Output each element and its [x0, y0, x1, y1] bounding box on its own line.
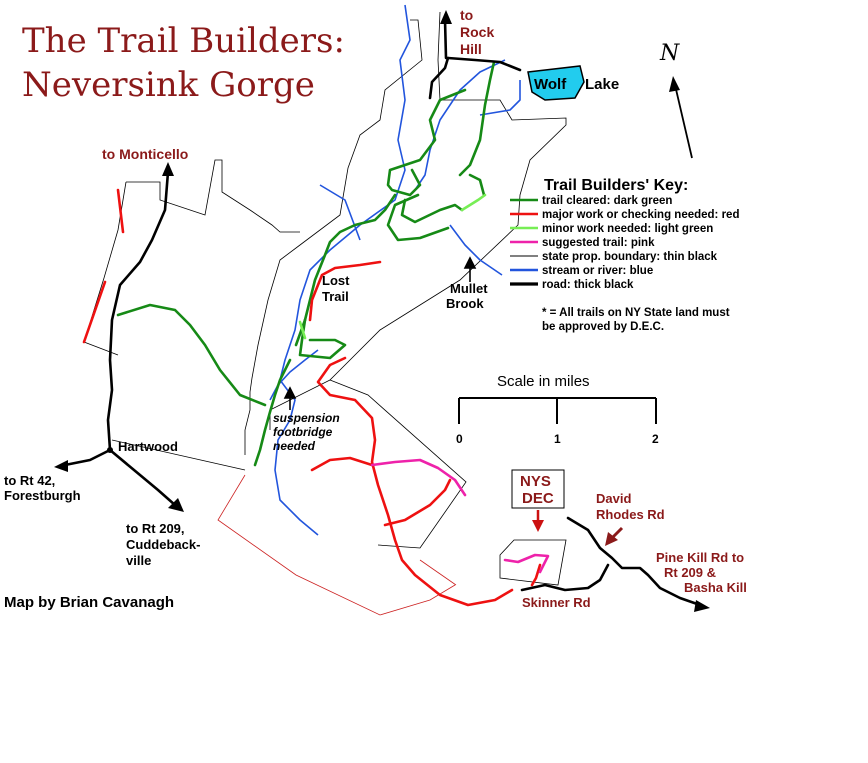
label-to-rock-hill-3: Hill [460, 41, 482, 57]
label-suspension-2: footbridge [273, 425, 333, 439]
map-title-line2: Neversink Gorge [22, 65, 315, 105]
label-lost-trail-2: Trail [322, 289, 349, 304]
arrowhead-monticello [162, 162, 174, 176]
legend-items: trail cleared: dark green major work or c… [510, 195, 739, 291]
north-arrow: N [659, 41, 693, 159]
map-title-line1: The Trail Builders: [22, 21, 345, 61]
roads [63, 18, 702, 607]
label-mullet-brook-1: Mullet [450, 281, 488, 296]
label-hartwood: Hartwood [118, 439, 178, 454]
trails-major-work [82, 188, 542, 607]
label-nys: NYS [520, 473, 551, 490]
label-to-monticello: to Monticello [102, 146, 188, 162]
arrowhead-rt42 [54, 460, 68, 472]
legend-item-label: major work or checking needed: red [542, 209, 739, 221]
label-david-rhodes-2: Rhodes Rd [596, 507, 665, 522]
hartwood-junction [107, 447, 113, 453]
label-mullet-brook-2: Brook [446, 296, 484, 311]
label-david-rhodes-1: David [596, 491, 631, 506]
arrowhead-rock-hill [440, 10, 452, 24]
trails-minor-work [298, 193, 487, 340]
legend-item-label: trail cleared: dark green [542, 195, 672, 207]
label-to-rock-hill-1: to [460, 7, 473, 23]
scale-bar: Scale in miles 0 1 2 [456, 373, 659, 446]
label-pine-kill-3: Basha Kill [684, 580, 747, 595]
dec-arrowhead [532, 520, 544, 532]
nys-dec-box [511, 469, 565, 509]
scale-title: Scale in miles [497, 373, 590, 390]
trails-cleared [116, 60, 496, 467]
scale-tick-2: 2 [652, 432, 659, 446]
legend-item-label: road: thick black [542, 279, 634, 291]
david-rhodes-arrowhead [605, 532, 618, 546]
wolf-lake [527, 65, 585, 101]
label-suspension-3: needed [273, 439, 316, 453]
label-arrows [283, 256, 477, 410]
label-lost-trail-1: Lost [322, 273, 350, 288]
label-to-rt209-1: to Rt 209, [126, 521, 185, 536]
scale-tick-1: 1 [554, 432, 561, 446]
legend-note-1: * = All trails on NY State land must [542, 307, 730, 319]
label-lake: Lake [585, 76, 619, 93]
legend-item-label: stream or river: blue [542, 265, 653, 277]
label-to-rt42-1: to Rt 42, [4, 473, 55, 488]
north-label: N [659, 41, 680, 66]
label-to-rt42-2: Forestburgh [4, 488, 81, 503]
arrowhead-pine-kill [694, 600, 710, 612]
legend: Trail Builders' Key: trail cleared: dark… [510, 177, 739, 333]
label-suspension-1: suspension [273, 411, 340, 425]
label-to-rock-hill-2: Rock [460, 24, 494, 40]
label-pine-kill-2: Rt 209 & [664, 565, 716, 580]
legend-item-label: minor work needed: light green [542, 223, 713, 235]
road-arrowheads [54, 10, 710, 612]
legend-note-2: be approved by D.E.C. [542, 321, 664, 333]
arrowhead-rt209 [168, 498, 184, 512]
dec-parcel-outline [217, 474, 457, 616]
label-dec: DEC [522, 490, 554, 507]
label-pine-kill-1: Pine Kill Rd to [656, 550, 744, 565]
legend-title: Trail Builders' Key: [544, 177, 688, 194]
scale-tick-0: 0 [456, 432, 463, 446]
label-skinner-rd: Skinner Rd [522, 595, 591, 610]
label-to-rt209-3: ville [126, 553, 151, 568]
legend-item-label: state prop. boundary: thin black [542, 251, 718, 263]
label-wolf: Wolf [534, 76, 567, 93]
map-credit: Map by Brian Cavanagh [4, 594, 174, 611]
label-to-rt209-2: Cuddeback- [126, 537, 200, 552]
trails-suggested [370, 458, 550, 574]
legend-item-label: suggested trail: pink [542, 237, 655, 249]
